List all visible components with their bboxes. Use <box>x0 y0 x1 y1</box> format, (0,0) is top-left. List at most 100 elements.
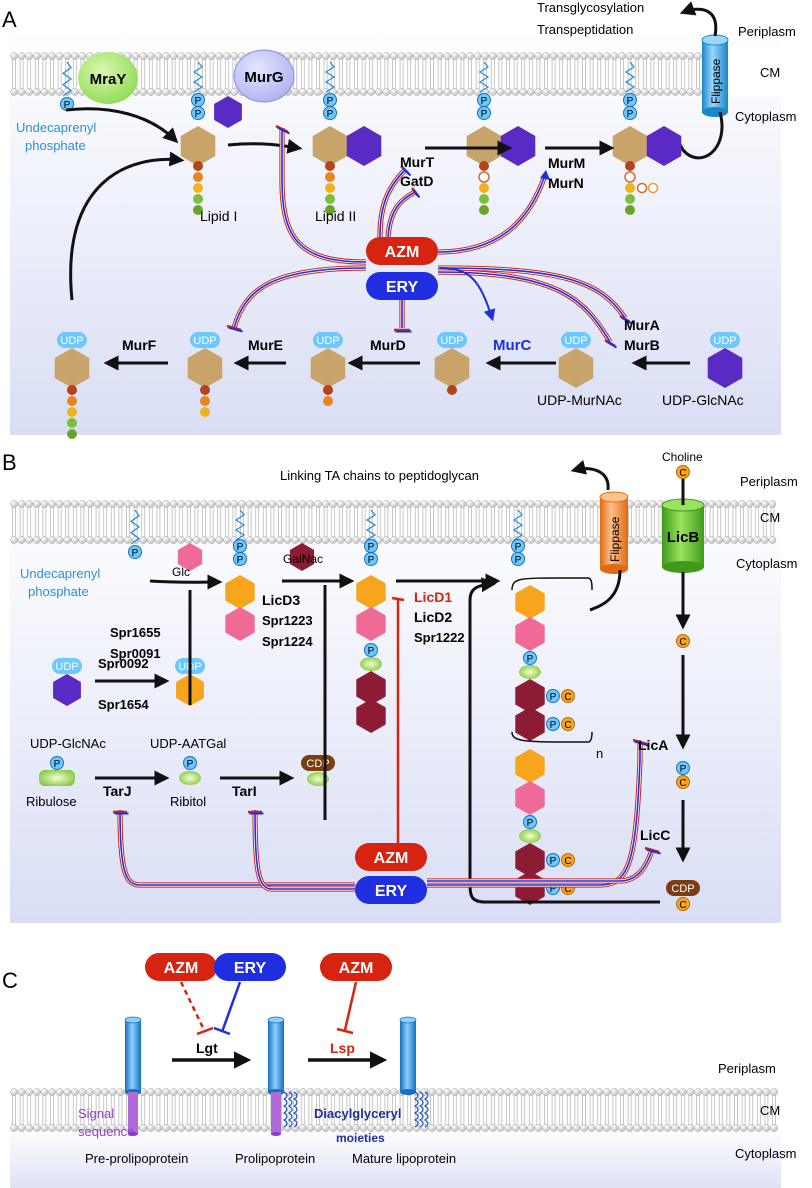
lipid-head <box>768 536 777 544</box>
lipid-head <box>745 500 754 508</box>
lipid-head <box>511 1124 520 1132</box>
lipid-head <box>222 52 231 60</box>
lipid-head <box>663 1124 672 1132</box>
lipid-head <box>466 52 474 60</box>
udp-sugar-hexagon <box>187 348 223 388</box>
lipid-head <box>260 536 269 544</box>
lipid-head <box>215 500 223 508</box>
panel-c-background <box>10 1126 781 1188</box>
lipid-head <box>504 1124 512 1132</box>
lipid-head <box>71 88 79 96</box>
lipid-head <box>25 536 34 544</box>
signal-sequence <box>271 1092 281 1134</box>
lipid-head <box>154 536 163 544</box>
lipid-head <box>534 52 543 60</box>
lipid-head <box>405 1124 414 1132</box>
lipid-head <box>192 536 201 544</box>
phosphate-icon <box>364 552 378 566</box>
lipid-head <box>572 52 581 60</box>
lipid-head <box>671 1088 680 1096</box>
azm-ery-to-licc-bar-red <box>644 846 660 854</box>
lipid-head <box>352 1088 360 1096</box>
lipid-head <box>641 88 649 96</box>
lipid-head <box>565 500 573 508</box>
lipid-head <box>527 1124 535 1132</box>
lipid-head <box>374 1124 383 1132</box>
ery-to-murc-arrow <box>439 267 496 322</box>
lipid-head <box>314 500 322 508</box>
udp-badge-label: UDP <box>60 335 83 347</box>
lipid-head <box>230 52 239 60</box>
lipid-head <box>306 88 315 96</box>
lipid-head <box>344 500 353 508</box>
lipid-head <box>55 1088 64 1096</box>
lipid-head <box>48 52 56 60</box>
signal-sequence <box>128 1092 138 1134</box>
lipid-head <box>709 1124 718 1132</box>
spr1222-label: Spr1222 <box>414 630 465 645</box>
phosphate-icon-label: P <box>187 759 194 770</box>
phosphate-icon <box>523 815 537 829</box>
lipid-head <box>230 1124 239 1132</box>
lipid-head <box>557 1124 566 1132</box>
azm-ery-to-mure-bar-red <box>226 324 242 332</box>
lipid-head <box>10 88 18 96</box>
transglycosylation-label: Transglycosylation <box>537 0 644 15</box>
lipid-head <box>329 536 338 544</box>
lipid-head <box>230 500 239 508</box>
lipid-head <box>78 500 87 508</box>
lipid-head <box>306 500 315 508</box>
phosphate-icon <box>561 717 575 731</box>
lipid-head <box>595 1124 604 1132</box>
panel-a-background <box>10 30 781 435</box>
lipid-head <box>207 88 216 96</box>
lipid-head <box>146 52 155 60</box>
lipid-head <box>420 500 429 508</box>
lipid-head <box>298 52 307 60</box>
lipid-head <box>519 500 528 508</box>
lipid-head <box>154 500 163 508</box>
lipid-head <box>656 52 664 60</box>
lipid-head <box>336 88 345 96</box>
lipid-head <box>238 1124 246 1132</box>
ery-pill-c-label: ERY <box>234 960 267 977</box>
lipid-head <box>458 536 467 544</box>
lipid-head <box>321 1124 330 1132</box>
lipid-head <box>694 1088 702 1096</box>
flippase-b-loop <box>589 569 622 612</box>
lipid-head <box>154 88 163 96</box>
lipid-head <box>641 500 650 508</box>
lipid-head <box>93 536 102 544</box>
lipid-head <box>146 500 155 508</box>
phosphate-icon <box>676 465 690 479</box>
amino-acid <box>447 385 457 395</box>
lipid-head <box>101 500 109 508</box>
lipid-head <box>397 88 406 96</box>
lipid-head <box>192 1124 201 1132</box>
glc-hexagon <box>177 543 203 571</box>
amino-acid <box>323 396 333 406</box>
phosphate-icon-label: P <box>527 818 534 829</box>
lipid-head <box>701 1088 710 1096</box>
murnac-hexagon <box>466 126 502 166</box>
azm-lsp-inhibition <box>343 981 358 1031</box>
lipid-head <box>580 500 588 508</box>
azm-ery-to-mure-bar-blue <box>228 326 243 333</box>
lipid-head <box>283 536 292 544</box>
prolipoprotein-label: Prolipoprotein <box>235 1151 315 1166</box>
lipid-head <box>428 88 436 96</box>
glc-hexagon <box>515 781 545 815</box>
phosphate-icon-label: C <box>679 778 686 789</box>
lipid-head <box>587 500 596 508</box>
murg-protein <box>233 49 295 103</box>
lipid-head <box>504 88 512 96</box>
lipid-head <box>55 52 64 60</box>
lipid-head <box>10 52 18 60</box>
phosphate-icon-label: C <box>564 692 571 703</box>
lipid-head <box>715 500 724 508</box>
lipid-head <box>397 500 406 508</box>
glcnac-hexagon <box>214 96 242 128</box>
branch-amino-acid <box>647 182 659 194</box>
lipid-head <box>222 88 231 96</box>
amino-acid <box>200 385 210 395</box>
